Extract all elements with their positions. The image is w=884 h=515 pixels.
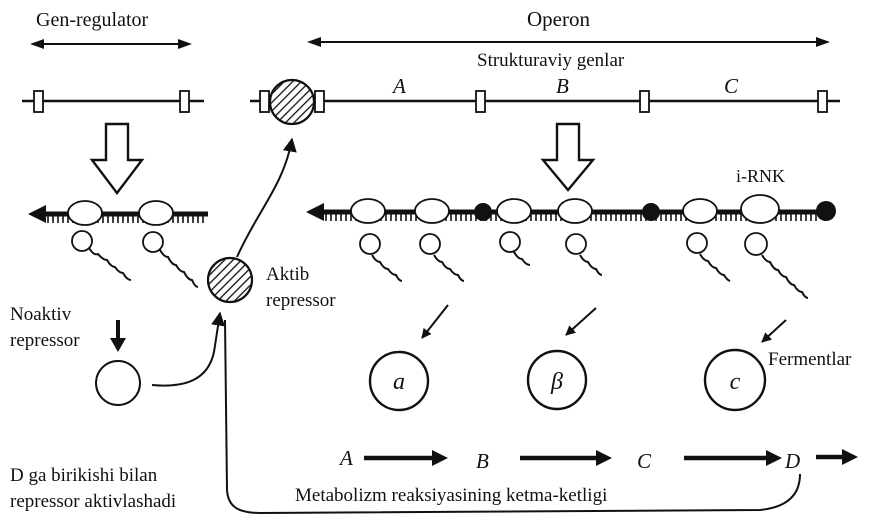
noaktiv-repressor-line1: Noaktiv [10, 304, 72, 325]
mrna-stop-dot-2 [642, 203, 660, 221]
aktib-repressor-line1: Aktib [266, 264, 309, 285]
metab-c-label: C [637, 449, 652, 473]
ribosome-operon-1 [350, 198, 403, 282]
enzyme-b-circle [526, 349, 588, 411]
enzyme-b-arrow [565, 307, 597, 336]
gen-regulator-arrow-left-head [30, 39, 44, 49]
enzyme-a-label: a [393, 369, 405, 395]
ribosome-operon-3 [496, 198, 532, 266]
gen-regulator-label: Gen-regulator [36, 9, 149, 31]
metab-d-label: D [784, 449, 800, 473]
ribosome-regulator-2 [138, 200, 199, 288]
transcription-arrow-operon [540, 122, 596, 192]
irnk-label: i-RNK [736, 166, 785, 186]
metabolizm-caption: Metabolizm reaksiyasining ketma-ketligi [295, 485, 607, 506]
gene-boundary-end [817, 90, 828, 113]
metab-arrow-out-head [842, 449, 858, 465]
gen-regulator-arrow-right-head [178, 39, 192, 49]
enzyme-c-arrow [761, 319, 787, 343]
metab-b-label: B [476, 449, 489, 473]
metab-arrow-ab-head [432, 450, 448, 466]
transcription-arrow-regulator [89, 122, 145, 195]
d-activation-line2: repressor aktivlashadi [10, 491, 176, 512]
operon-arrow-right-head [816, 37, 830, 47]
ribosome-operon-6 [740, 194, 809, 299]
metab-arrow-cd-head [766, 450, 782, 466]
d-activation-line1: D ga birikishi bilan [10, 465, 158, 486]
ribosome-operon-4 [557, 198, 603, 276]
enzyme-c-label: c [730, 369, 741, 395]
enzyme-a-arrow [421, 304, 449, 339]
active-repressor [206, 256, 254, 304]
enzyme-b-label: β [550, 369, 563, 395]
regulator-gene-marker-left [33, 90, 44, 113]
regulator-gene-marker-right [179, 90, 190, 113]
strukturaviy-genlar-label: Strukturaviy genlar [477, 50, 625, 71]
mrna-stop-dot-1 [474, 203, 492, 221]
repressor-binding-arrow [236, 137, 297, 258]
gene-boundary-ab [475, 90, 486, 113]
noaktiv-down-arrow-head [110, 338, 126, 352]
repressor-bound-operator [268, 78, 316, 126]
feedback-loop-line [224, 319, 801, 515]
enzyme-a-circle [368, 350, 430, 412]
enzyme-c-circle [703, 348, 767, 412]
metab-a-label: A [338, 446, 353, 470]
gene-c-label: C [724, 74, 739, 98]
operon-label: Operon [527, 7, 590, 31]
mrna-stop-dot-3 [816, 201, 836, 221]
inactive-repressor [95, 360, 141, 406]
ribosome-operon-2 [414, 198, 465, 282]
activation-arrow [151, 311, 226, 387]
gene-boundary-bc [639, 90, 650, 113]
operator-marker-left [259, 90, 270, 113]
aktib-repressor-line2: repressor [266, 290, 336, 311]
metab-arrow-bc-head [596, 450, 612, 466]
operon-arrow-left-head [307, 37, 321, 47]
ribosome-regulator-1 [67, 200, 132, 281]
gene-b-label: B [556, 74, 569, 98]
gene-a-label: A [391, 74, 406, 98]
noaktiv-repressor-line2: repressor [10, 330, 80, 351]
regulator-mrna-strand [28, 205, 208, 223]
ribosome-operon-5 [682, 198, 731, 282]
operator-marker-right [314, 90, 325, 113]
fermentlar-label: Fermentlar [768, 349, 852, 370]
